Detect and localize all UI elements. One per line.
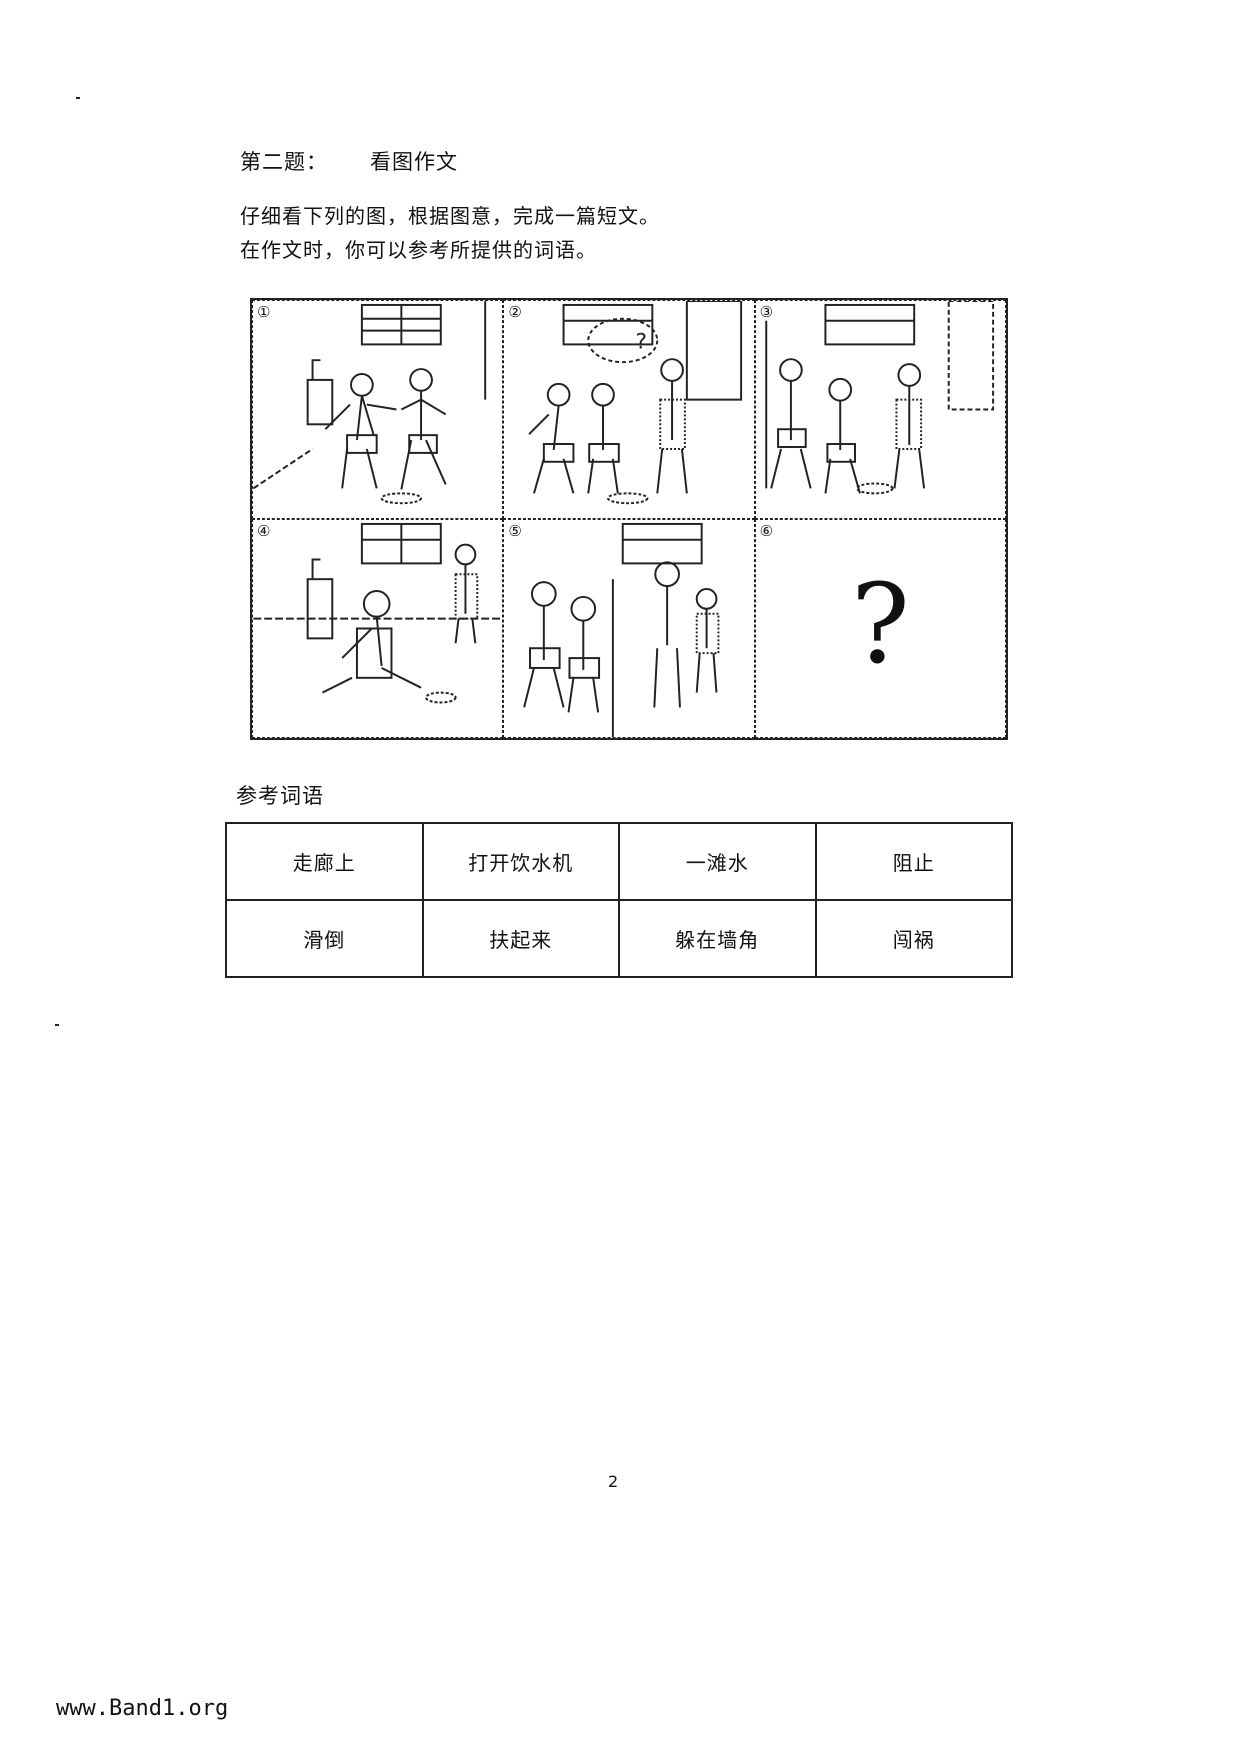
panel-number: ⑤ [508, 522, 522, 540]
watermark: www.Band1.org [56, 1696, 229, 1721]
comic-panel-3: ③ [754, 300, 1006, 519]
word-cell: 一滩水 [618, 822, 817, 901]
panel-number: ② [508, 303, 522, 321]
table-row: 走廊上 打开饮水机 一滩水 阻止 [225, 822, 1013, 901]
comic-panel-1: ① [252, 300, 504, 519]
panel-illustration: ? [528, 301, 743, 505]
question-title: 看图作文 [370, 150, 458, 174]
panel-number: ④ [257, 522, 271, 540]
word-cell: 阻止 [814, 822, 1013, 901]
question-mark-placeholder: ? [850, 560, 910, 688]
question-heading: 第二题： 看图作文 [240, 146, 458, 176]
comic-panel-4: ④ [252, 519, 504, 738]
panel-illustration [253, 522, 500, 704]
word-cell: 闯祸 [814, 899, 1013, 978]
scan-speck [55, 1024, 59, 1026]
instruction-line-1: 仔细看下列的图，根据图意，完成一篇短文。 [240, 204, 660, 228]
comic-panel-5: ⑤ [503, 519, 755, 738]
comic-panel-6: ⑥ ? [754, 519, 1006, 738]
panel-number: ⑥ [759, 522, 774, 540]
word-cell: 滑倒 [225, 899, 424, 978]
question-label: 第二题： [240, 150, 328, 174]
speech-question-mark: ? [636, 329, 648, 354]
panel-illustration [523, 522, 720, 737]
panel-illustration [253, 301, 487, 505]
panel-number: ① [257, 303, 271, 321]
scan-speck [76, 97, 80, 99]
panel-illustration [764, 301, 994, 495]
word-cell: 扶起来 [421, 899, 620, 978]
word-cell: 躲在墙角 [618, 899, 817, 978]
page-number: 2 [608, 1472, 619, 1491]
comic-panel-2: ② ? [503, 300, 755, 519]
comic-strip: ① ② ? ③ [250, 298, 1008, 740]
word-cell: 走廊上 [225, 822, 424, 901]
word-cell: 打开饮水机 [421, 822, 620, 901]
instruction-line-2: 在作文时，你可以参考所提供的词语。 [240, 238, 597, 262]
reference-words-title: 参考词语 [236, 784, 324, 808]
reference-words-table: 走廊上 打开饮水机 一滩水 阻止 滑倒 扶起来 躲在墙角 闯祸 [225, 822, 1013, 978]
panel-number: ③ [759, 303, 774, 321]
table-row: 滑倒 扶起来 躲在墙角 闯祸 [225, 899, 1013, 978]
